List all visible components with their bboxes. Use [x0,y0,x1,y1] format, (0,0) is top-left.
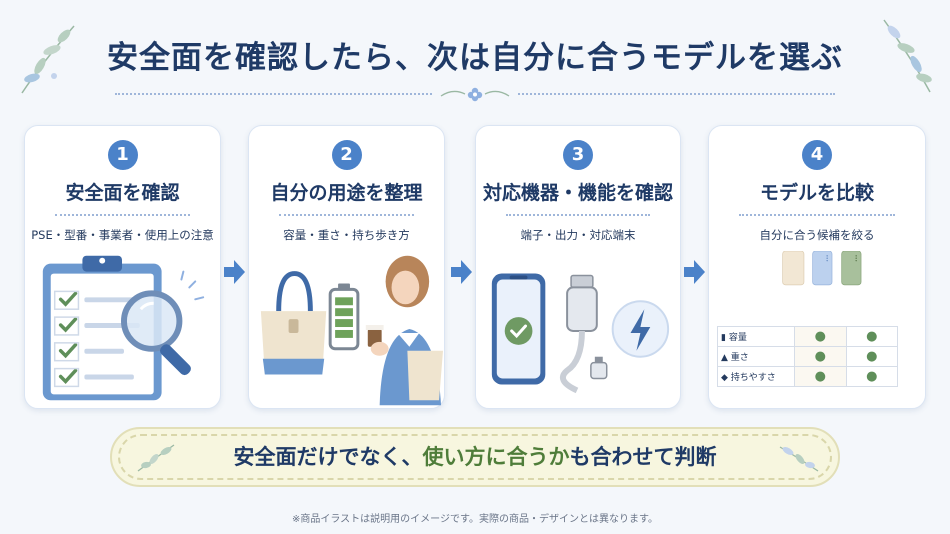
phone-cable-charging-icon [491,273,670,394]
step-title-4: モデルを比較 [759,182,874,204]
leaf-decoration-top-right [883,19,932,93]
card-divider [506,214,650,216]
page-title: 安全面を確認したら、次は自分に合うモデルを選ぶ [107,40,843,76]
step-subtitle-3: 端子・出力・対応端末 [520,228,636,242]
comparison-table: ▮ 容量 ● ● ▲ 重さ ● ● ◆ 持ちやすさ ● ● [717,326,898,387]
card-divider [279,214,414,216]
table-row: ▮ 容量 ● ● [717,326,898,347]
banner-message: 安全面だけでなく、使い方に合うかも合わせて判断 [233,445,717,469]
row-label: ▮ 容量 [717,326,795,347]
scale-icon: ▲ [721,353,728,363]
banner-border [118,434,832,480]
arrow-right-icon [684,260,705,284]
step-title-1: 安全面を確認 [65,182,180,204]
check-icon: ● [866,369,878,384]
row-label: ◆ 持ちやすさ [717,366,795,387]
step-number-2: 2 [331,140,362,170]
arrow-right-icon [451,260,472,284]
check-icon: ● [814,369,826,384]
tote-bag-battery-person-icon [260,255,444,406]
check-icon: ● [814,329,826,344]
step-number-3: 3 [563,140,593,170]
step-card-4: 4 モデルを比較 自分に合う候補を絞る ▮ 容量 ● ● ▲ 重さ ● ● ◆ … [708,125,926,409]
step-subtitle-2: 容量・重さ・持ち歩き方 [283,228,410,242]
footnote: ※商品イラストは説明用のイメージです。実際の商品・デザインとは異なります。 [292,514,658,525]
battery-icon: ▮ [721,333,726,343]
step-subtitle-4: 自分に合う候補を絞る [759,228,875,242]
summary-banner: 安全面だけでなく、使い方に合うかも合わせて判断 [110,427,840,487]
step-subtitle-1: PSE・型番・事業者・使用上の注意 [31,228,214,242]
check-icon: ● [814,349,826,364]
card-divider [55,214,190,216]
step-card-1: 1 安全面を確認 PSE・型番・事業者・使用上の注意 [24,125,221,409]
step-number-4: 4 [802,140,832,170]
banner-highlight: 使い方に合うか [422,445,570,469]
step-card-3: 3 対応機器・機能を確認 端子・出力・対応端末 [475,125,681,409]
bag-icon: ◆ [721,373,728,383]
step-title-2: 自分の用途を整理 [270,182,423,204]
table-row: ▲ 重さ ● ● [717,346,898,367]
step-title-3: 対応機器・機能を確認 [482,182,673,204]
power-bank-models-icon [782,251,862,286]
leaf-decoration-top-left [21,25,75,94]
row-label: ▲ 重さ [717,346,795,367]
card-divider [739,214,895,216]
flower-icon [433,87,517,102]
arrow-right-icon [224,260,245,284]
check-icon: ● [866,329,878,344]
leaf-icon [137,444,175,472]
check-icon: ● [866,349,878,364]
table-row: ◆ 持ちやすさ ● ● [717,366,898,387]
clipboard-magnifier-icon [42,255,205,401]
step-card-2: 2 自分の用途を整理 容量・重さ・持ち歩き方 [248,125,445,409]
leaf-icon [779,446,819,472]
step-number-1: 1 [107,140,138,170]
